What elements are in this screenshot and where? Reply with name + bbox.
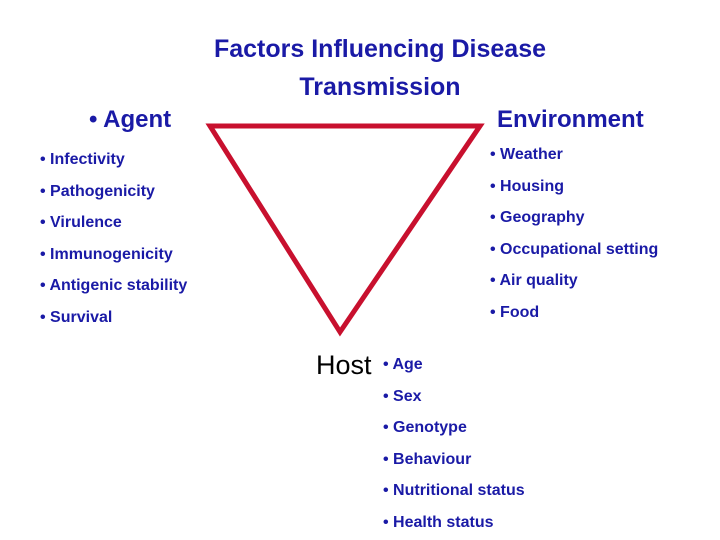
title-line-2: Transmission [299,73,461,101]
environment-factor: • Housing [490,177,565,195]
host-factor: • Sex [383,387,422,405]
agent-factor: • Survival [40,308,113,326]
agent-factor: • Antigenic stability [40,277,188,294]
environment-factor: • Air quality [490,272,578,289]
host-factor: • Health status [383,513,494,531]
host-factor: • Nutritional status [383,482,525,499]
triangle-shape [205,123,485,337]
agent-heading: • Agent [89,106,172,133]
host-factor: • Behaviour [383,450,472,468]
title-line-1: Factors Influencing Disease [213,35,547,63]
environment-factor: • Weather [490,146,563,163]
diagram-title: Factors Influencing Disease Transmission [0,30,720,106]
agent-factor: • Immunogenicity [40,245,173,263]
agent-factor: • Infectivity [40,151,125,168]
environment-factor: • Food [490,303,540,321]
environment-factor: • Geography [490,209,585,226]
host-factor: • Genotype [383,419,467,436]
agent-factor: • Virulence [40,214,122,231]
environment-heading: Environment [497,106,644,133]
host-heading: Host [316,350,372,380]
agent-factor: • Pathogenicity [40,182,155,200]
host-factor: • Age [383,356,423,373]
environment-factor: • Occupational setting [490,240,659,258]
